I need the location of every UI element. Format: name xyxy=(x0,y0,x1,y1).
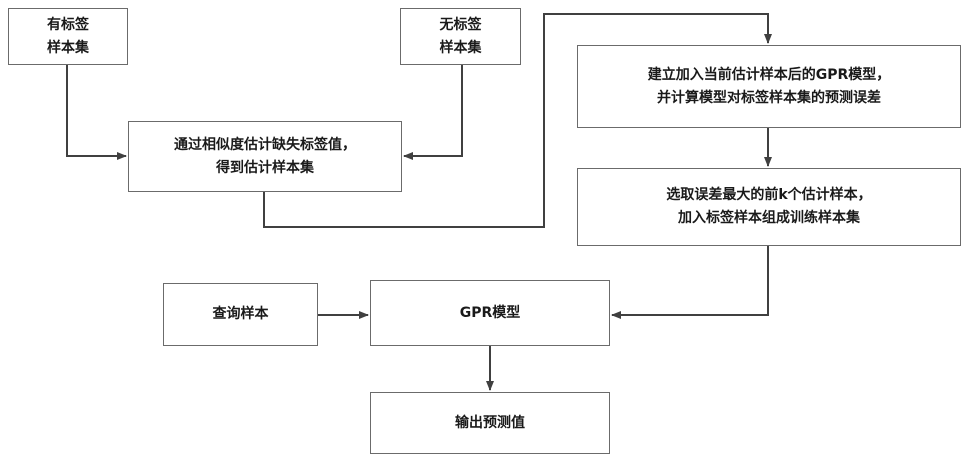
node-labeled-sample-set: 有标签 样本集 xyxy=(8,8,128,65)
node-estimate-missing-labels: 通过相似度估计缺失标签值， 得到估计样本集 xyxy=(128,121,402,192)
node-text-line: 建立加入当前估计样本后的GPR模型， xyxy=(648,64,891,87)
arrow-select-to-gpr-model xyxy=(612,246,768,315)
node-text-line: 加入标签样本组成训练样本集 xyxy=(678,207,860,230)
node-text-line: GPR模型 xyxy=(460,302,521,325)
node-text-line: 样本集 xyxy=(47,37,89,60)
node-text-line: 通过相似度估计缺失标签值， xyxy=(174,134,356,157)
node-gpr-model: GPR模型 xyxy=(370,280,610,346)
arrow-labeled-to-estimate xyxy=(67,65,126,156)
node-text-line: 样本集 xyxy=(440,37,482,60)
node-query-sample: 查询样本 xyxy=(163,283,318,346)
node-build-gpr-model: 建立加入当前估计样本后的GPR模型， 并计算模型对标签样本集的预测误差 xyxy=(577,45,961,128)
node-text-line: 无标签 xyxy=(440,14,482,37)
node-output-prediction: 输出预测值 xyxy=(370,392,610,454)
node-select-top-k: 选取误差最大的前k个估计样本， 加入标签样本组成训练样本集 xyxy=(577,168,961,246)
node-text-line: 得到估计样本集 xyxy=(216,157,314,180)
node-text-line: 并计算模型对标签样本集的预测误差 xyxy=(657,87,881,110)
arrow-unlabeled-to-estimate xyxy=(404,65,462,156)
node-text-line: 选取误差最大的前k个估计样本， xyxy=(666,184,871,207)
node-text-line: 有标签 xyxy=(47,14,89,37)
node-text-line: 查询样本 xyxy=(213,303,269,326)
node-text-line: 输出预测值 xyxy=(455,412,525,435)
node-unlabeled-sample-set: 无标签 样本集 xyxy=(400,8,521,65)
